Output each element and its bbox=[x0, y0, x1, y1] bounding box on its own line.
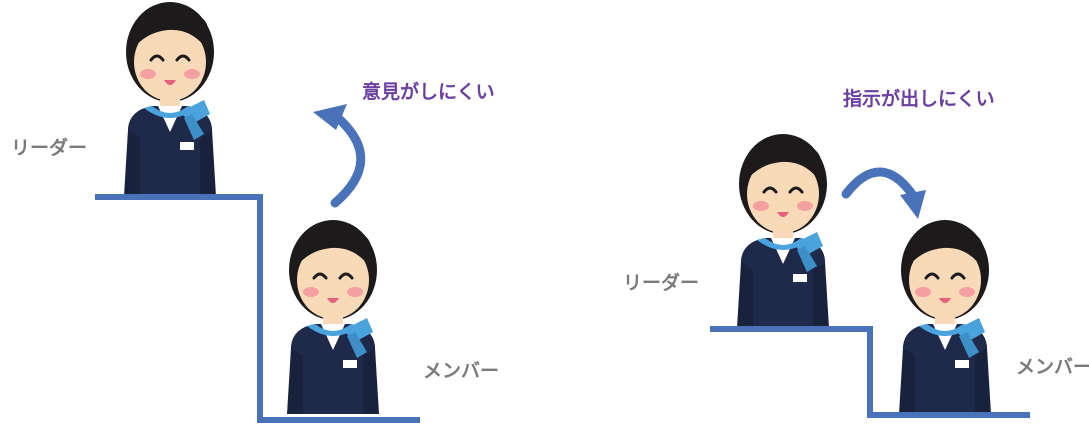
woman-in-uniform-icon bbox=[735, 132, 831, 330]
member-figure-left bbox=[285, 218, 381, 416]
curved-up-arrow-icon bbox=[313, 104, 366, 208]
woman-in-uniform-icon bbox=[285, 218, 381, 416]
woman-in-uniform-icon bbox=[122, 0, 218, 198]
step-line-right bbox=[710, 326, 1030, 418]
member-label-left: メンバー bbox=[423, 360, 500, 382]
leader-figure-right bbox=[735, 132, 831, 330]
leader-figure-left bbox=[122, 0, 218, 198]
curved-down-arrow-icon bbox=[841, 167, 926, 219]
right-panel bbox=[710, 132, 1030, 418]
woman-in-uniform-icon bbox=[897, 218, 993, 416]
step-line-left bbox=[95, 194, 420, 423]
member-label-right: メンバー bbox=[1016, 356, 1089, 378]
leader-label-right: リーダー bbox=[623, 272, 700, 294]
caption-left: 意見がしにくい bbox=[362, 81, 495, 103]
leader-label-left: リーダー bbox=[11, 137, 88, 159]
left-panel bbox=[95, 0, 420, 423]
member-figure-right bbox=[897, 218, 993, 416]
caption-right: 指示が出しにくい bbox=[843, 88, 995, 110]
